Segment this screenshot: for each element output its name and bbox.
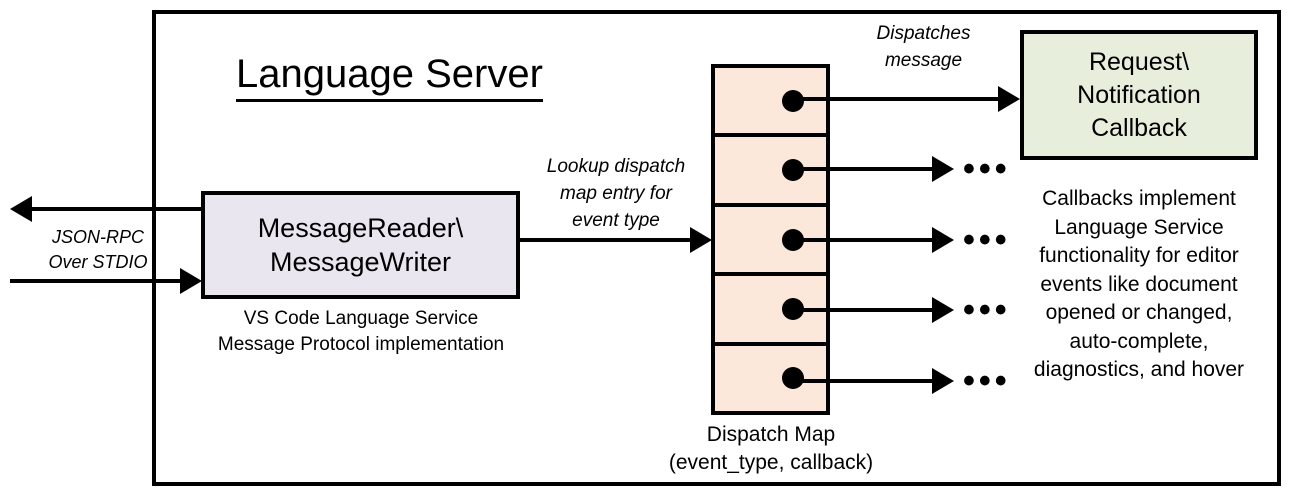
dispatch-row3-line [788,238,934,242]
lookup-edge-line [520,238,692,242]
dispatch-row2-ellipsis: ••• [963,150,1011,188]
incoming-stdio-line [10,279,182,283]
dispatch-row4-ellipsis: ••• [963,291,1011,329]
lookup-edge-label: Lookup dispatch map entry for event type [516,153,716,234]
dispatch-map-caption-line2: (event_type, callback) [668,451,874,474]
lookup-label-line3: event type [572,210,660,231]
callback-caption-line7: diagnostics, and hover [1033,358,1245,381]
callback-caption-line3: functionality for editor [1039,244,1239,267]
callback-caption-line6: auto-complete, [1069,329,1209,353]
callback-box-line2: Notification [1077,80,1201,109]
callback-dot-icon [782,367,804,390]
callback-caption-line1: Callbacks implement [1042,187,1236,210]
dispatch-row4-arrowhead [932,297,954,323]
message-reader-writer-box[interactable]: MessageReader\ MessageWriter [201,191,520,299]
dispatch-row3-ellipsis: ••• [963,221,1011,259]
incoming-stdio-arrowhead [180,268,202,294]
table-row[interactable] [715,68,826,138]
dispatch-row1-line [788,97,1000,101]
callback-box-line1: Request\ [1088,47,1190,76]
language-server-container [152,10,1281,486]
lookup-label-line2: map entry for [560,183,672,204]
caption-line1: VS Code Language Service [243,308,479,329]
jsonrpc-label-line1: JSON-RPC [51,227,144,247]
callback-caption-line2: Language Service [1054,215,1224,239]
table-row[interactable] [715,346,826,411]
dispatch-row3-arrowhead [932,227,954,253]
dispatch-row1-arrowhead [998,86,1020,112]
page-title: Language Server [236,50,543,102]
dispatch-map-caption: Dispatch Map (event_type, callback) [652,421,890,477]
caption-line2: Message Protocol implementation [217,334,505,355]
dispatch-map-caption-line1: Dispatch Map [706,423,836,446]
dispatch-edge-label: Dispatches message [836,20,1011,74]
dispatch-row5-arrowhead [932,368,954,394]
dispatch-label-line1: Dispatches [876,23,971,44]
dispatch-row4-line [788,308,934,312]
dispatch-label-line2: message [884,50,963,71]
callback-caption: Callbacks implement Language Service fun… [1006,185,1272,385]
dispatch-row2-line [788,167,934,171]
callback-box-line3: Callback [1091,113,1187,142]
dispatch-row2-arrowhead [932,156,954,182]
table-row[interactable] [715,137,826,207]
jsonrpc-label-line2: Over STDIO [48,252,148,272]
request-notification-callback-box[interactable]: Request\ Notification Callback [1020,30,1258,160]
callback-caption-line5: opened or changed, [1045,301,1233,324]
message-reader-writer-caption: VS Code Language Service Message Protoco… [196,306,526,358]
callback-caption-line4: events like document [1040,272,1238,296]
dispatch-row5-ellipsis: ••• [963,362,1011,400]
outgoing-stdio-arrowhead [10,196,32,222]
message-reader-label: MessageReader\ [257,213,464,243]
jsonrpc-edge-label: JSON-RPC Over STDIO [18,225,178,275]
message-writer-label: MessageWriter [269,247,452,277]
lookup-label-line1: Lookup dispatch [546,156,686,177]
lookup-edge-arrowhead [690,227,712,253]
dispatch-row5-line [788,379,934,383]
outgoing-stdio-line [32,207,202,211]
